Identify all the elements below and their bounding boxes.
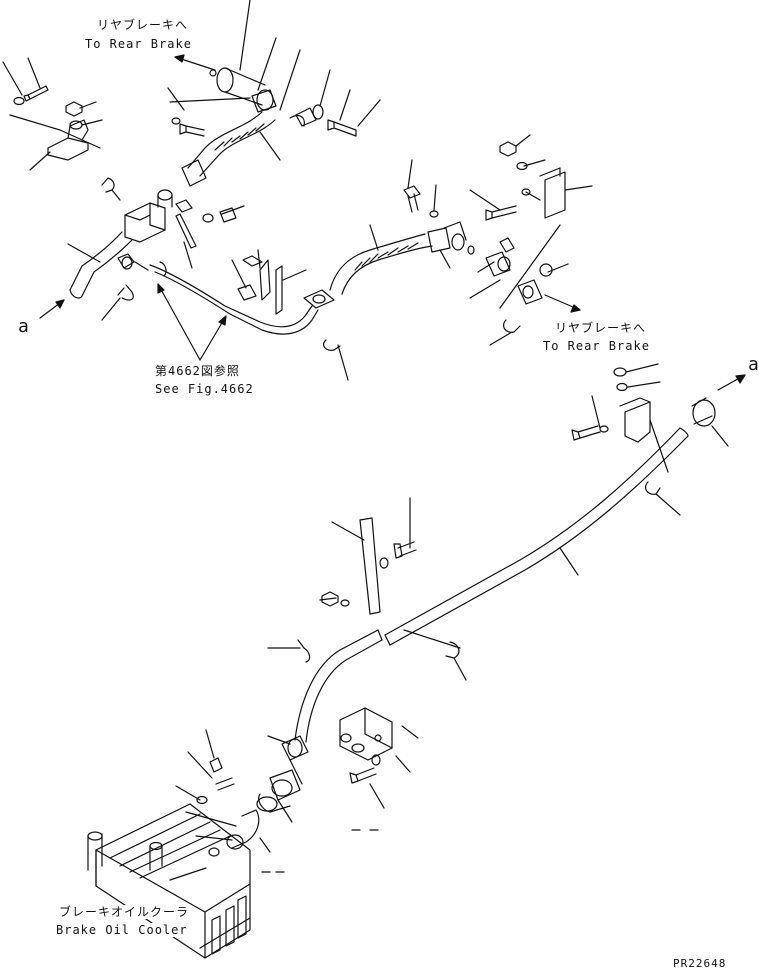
cooler-group bbox=[87, 729, 379, 959]
see-fig-jp: 第4662図参照 bbox=[155, 364, 240, 378]
marker-a-left: a bbox=[18, 316, 29, 337]
connection-markers bbox=[39, 299, 746, 391]
to-rear-brake-top-en: To Rear Brake bbox=[85, 37, 192, 51]
drawing-id: PR22648 bbox=[673, 957, 727, 970]
to-rear-brake-right-jp: リヤブレーキへ bbox=[555, 321, 647, 335]
right-bracket-group bbox=[469, 134, 593, 346]
center-right-hose-group bbox=[322, 159, 475, 381]
see-fig-pointers bbox=[157, 283, 227, 361]
marker-a-right: a bbox=[748, 354, 759, 375]
long-tube-group bbox=[267, 363, 729, 809]
cooler-label-jp: ブレーキオイルクーラ bbox=[59, 905, 190, 919]
see-fig-en: See Fig.4662 bbox=[155, 382, 254, 396]
to-rear-brake-top-jp: リヤブレーキへ bbox=[97, 18, 189, 32]
top-left-bracket-group bbox=[2, 57, 103, 171]
top-center-hose-group bbox=[167, 0, 381, 187]
cooler-label-en: Brake Oil Cooler bbox=[56, 923, 188, 937]
upper-left-valve-group bbox=[67, 177, 335, 335]
to-rear-brake-right-en: To Rear Brake bbox=[543, 339, 650, 353]
